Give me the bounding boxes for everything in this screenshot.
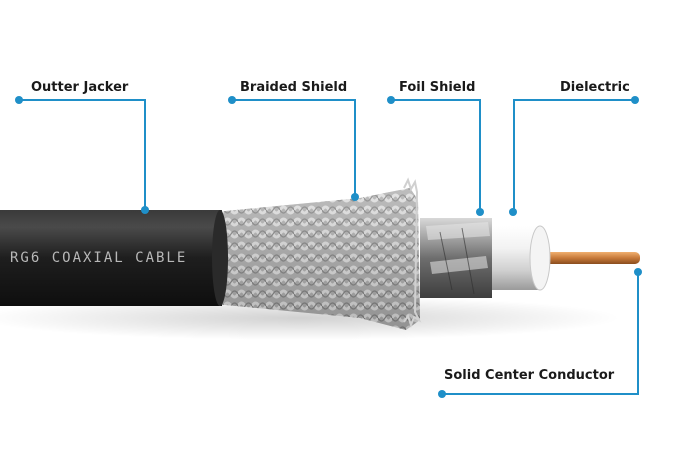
outer-jacket-end	[212, 210, 228, 306]
center-conductor-label: Solid Center Conductor	[444, 368, 615, 383]
braided-shield-leader-h	[232, 99, 356, 101]
center-conductor-leader-v	[637, 272, 639, 394]
foil-shield-pointer-dot	[476, 208, 484, 216]
center-conductor-wire	[540, 252, 640, 264]
dielectric-pointer-dot	[509, 208, 517, 216]
outer-jacket-leader-v	[144, 99, 146, 210]
foil-shield-highlight	[426, 222, 490, 274]
center-conductor-leader-h	[442, 393, 639, 395]
foil-shield-crease	[439, 227, 475, 295]
braided-shield-leader-v	[354, 99, 356, 197]
braided-shield-label: Braided Shield	[240, 80, 348, 95]
outer-jacket-leader-h	[19, 99, 146, 101]
foil-shield-leader-h	[391, 99, 481, 101]
foil-shield-label: Foil Shield	[399, 80, 476, 95]
dielectric-face	[529, 225, 551, 291]
foil-shield-leader-v	[479, 99, 481, 211]
dielectric-leader-v	[513, 99, 515, 211]
outer-jacket-pointer-dot	[141, 206, 149, 214]
braided-shield-pointer-dot	[351, 193, 359, 201]
dielectric-label-dot	[631, 96, 639, 104]
dielectric-leader-h	[513, 99, 633, 101]
center-conductor-label-dot	[438, 390, 446, 398]
cable-shadow	[0, 296, 620, 340]
cable-print-text: RG6 COAXIAL CABLE	[10, 250, 188, 266]
outer-jacket-label: Outter Jacker	[31, 80, 129, 95]
outer-jacket-body	[0, 210, 222, 306]
braided-shield-frayed-edge	[403, 177, 422, 328]
dielectric-label: Dielectric	[560, 80, 630, 95]
